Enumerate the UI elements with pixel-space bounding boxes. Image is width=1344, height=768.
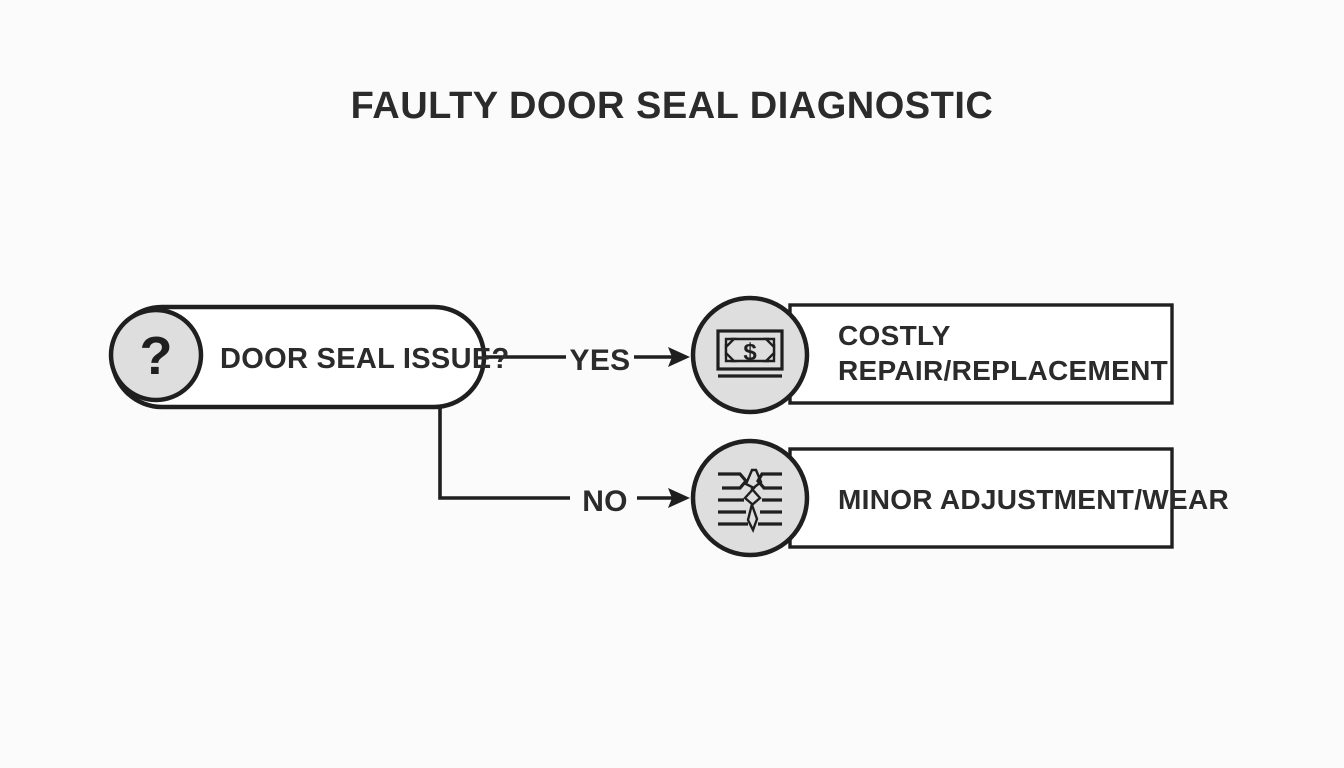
outcome-minor-icon-circle bbox=[690, 438, 810, 558]
question-mark-icon bbox=[108, 307, 204, 403]
edge-no: NO bbox=[438, 407, 690, 518]
decision-node[interactable]: ? DOOR SEAL ISSUE? bbox=[108, 304, 509, 410]
outcome-costly-label-line2: REPAIR/REPLACEMENT bbox=[838, 355, 1168, 386]
outcome-costly-icon-circle bbox=[690, 295, 810, 415]
page-title: FAULTY DOOR SEAL DIAGNOSTIC bbox=[351, 85, 994, 127]
outcome-minor-box bbox=[788, 447, 1174, 549]
outcome-costly-box bbox=[788, 303, 1174, 405]
edge-no-label: NO bbox=[582, 485, 628, 518]
edge-yes-arrowhead bbox=[668, 347, 690, 367]
question-mark-glyph: ? bbox=[140, 326, 173, 386]
edge-yes-label: YES bbox=[570, 344, 631, 377]
outcome-costly[interactable]: $ COSTLY REPAIR/REPLACEMENT bbox=[690, 295, 1174, 415]
svg-text:$: $ bbox=[743, 339, 757, 366]
edge-no-arrowhead bbox=[668, 488, 690, 508]
outcome-costly-label-line1: COSTLY bbox=[838, 320, 951, 351]
outcome-minor[interactable]: MINOR ADJUSTMENT/WEAR bbox=[690, 438, 1229, 558]
edge-yes: YES bbox=[484, 344, 690, 377]
money-banknote-icon: $ bbox=[716, 329, 784, 378]
outcome-minor-label-line1: MINOR ADJUSTMENT/WEAR bbox=[838, 484, 1229, 515]
decision-label: DOOR SEAL ISSUE? bbox=[220, 343, 509, 375]
cracked-seal-icon bbox=[718, 468, 782, 534]
edge-no-line bbox=[438, 407, 570, 500]
